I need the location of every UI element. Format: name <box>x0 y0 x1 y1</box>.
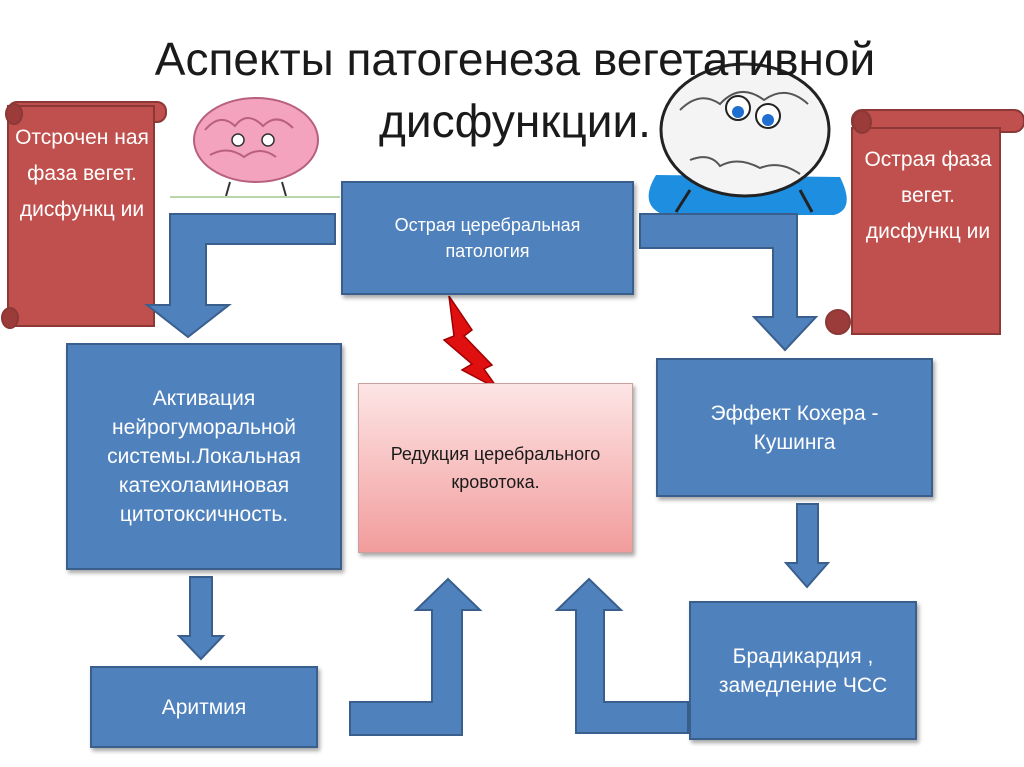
scroll-left-text: Отсрочен ная фаза вегет. дисфункц ии <box>15 126 149 221</box>
node-activation: Активация нейрогуморальной системы.Локал… <box>66 343 342 570</box>
arrow-to-activation <box>144 213 336 339</box>
node-cushing: Эффект Кохера - Кушинга <box>656 358 933 497</box>
sad-brain-icon <box>170 97 340 198</box>
node-acute-pathology: Острая церебральная патология <box>341 181 634 295</box>
arrow-arrhythmia-to-reduction <box>349 577 483 736</box>
node-bradycardia: Брадикардия , замедление ЧСС <box>689 601 917 740</box>
scroll-right <box>825 109 1024 335</box>
crying-brain-icon <box>648 62 847 215</box>
arrow-to-arrhythmia <box>176 576 226 661</box>
page-title: Аспекты патогенеза вегетативной дисфункц… <box>154 33 876 147</box>
arrow-to-bradycardia <box>783 503 831 589</box>
scroll-right-text: Острая фаза вегет. дисфункц ии <box>864 148 992 243</box>
arrow-to-cushing <box>639 213 819 352</box>
lightning-icon <box>442 295 499 390</box>
node-reduction: Редукция церебрального кровотока. <box>358 383 633 553</box>
node-arrhythmia: Аритмия <box>90 666 318 748</box>
scroll-left <box>1 101 167 329</box>
arrow-bradycardia-to-reduction <box>554 577 689 734</box>
